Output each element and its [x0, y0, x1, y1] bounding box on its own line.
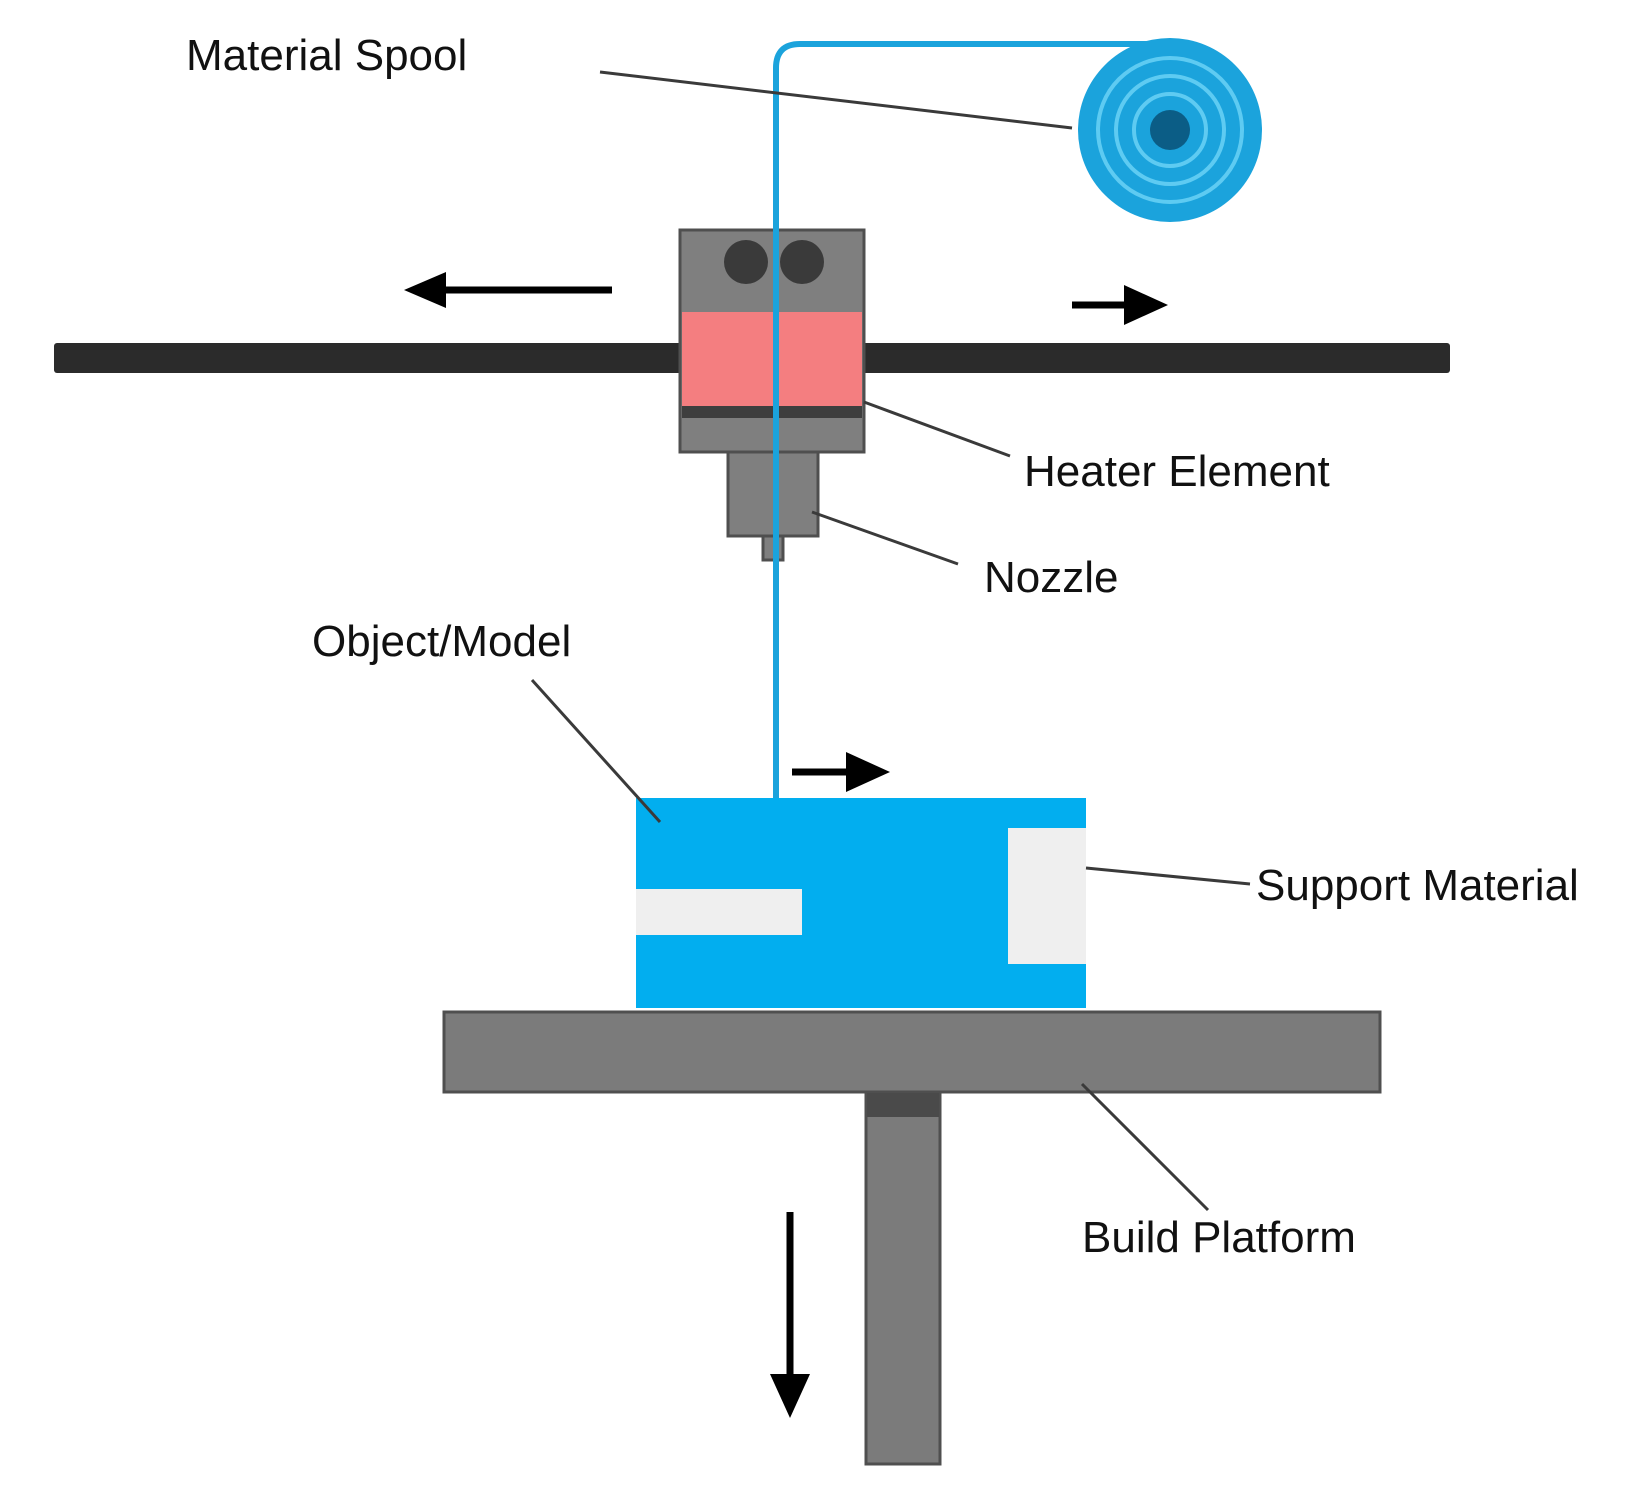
printed-object [636, 798, 1086, 1008]
label-heater-element: Heater Element [1024, 447, 1330, 496]
platform-support-column [864, 1090, 942, 1466]
extruder-head [678, 228, 866, 562]
heater-block [682, 312, 862, 406]
arrow-right-model-icon [792, 752, 890, 792]
label-support-material: Support Material [1256, 861, 1579, 910]
filament-path [773, 41, 1170, 800]
build-platform [442, 1010, 1382, 1466]
leader-build-platform [1080, 1082, 1210, 1212]
drive-gear-left [724, 240, 768, 284]
label-build-platform: Build Platform [1082, 1213, 1356, 1262]
support-material-left [636, 889, 802, 935]
leader-object-model [530, 678, 662, 824]
arrow-right-icon [1072, 285, 1168, 325]
leader-nozzle [811, 510, 959, 566]
leader-support-material [1085, 866, 1251, 886]
leader-material-spool [599, 70, 1073, 130]
arrow-down-icon [770, 1212, 810, 1418]
support-material-right [1008, 828, 1086, 964]
label-object-model: Object/Model [312, 617, 571, 666]
leader-heater-element [863, 400, 1011, 458]
label-nozzle: Nozzle [984, 553, 1119, 602]
arrow-left-icon [404, 272, 612, 308]
material-spool [1078, 38, 1262, 222]
label-material-spool: Material Spool [186, 31, 467, 80]
drive-gear-right [780, 240, 824, 284]
